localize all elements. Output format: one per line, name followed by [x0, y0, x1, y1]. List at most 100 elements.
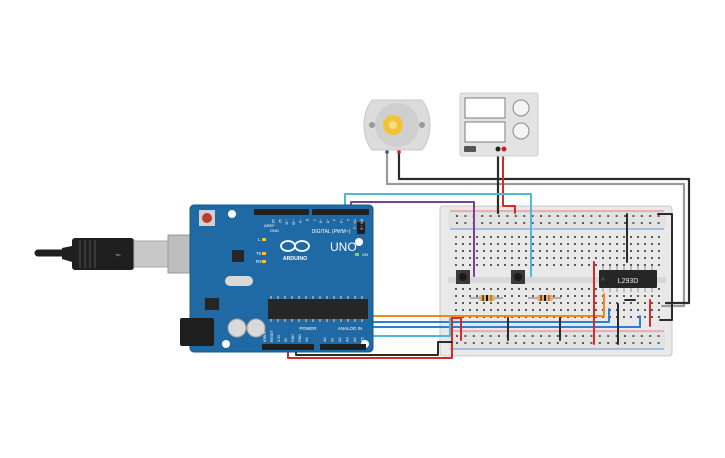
breadboard-hole[interactable] [630, 316, 632, 318]
breadboard-hole[interactable] [616, 250, 618, 252]
breadboard-hole[interactable] [469, 243, 471, 245]
breadboard-hole[interactable] [483, 236, 485, 238]
rail-hole[interactable] [514, 335, 517, 337]
rail-hole[interactable] [607, 222, 610, 224]
breadboard-hole[interactable] [602, 243, 604, 245]
breadboard-hole[interactable] [511, 295, 513, 297]
rail-hole[interactable] [657, 335, 660, 337]
breadboard-hole[interactable] [532, 302, 534, 304]
breadboard-hole[interactable] [588, 257, 590, 259]
rail-hole[interactable] [498, 342, 500, 344]
breadboard-hole[interactable] [462, 250, 464, 252]
rail-hole[interactable] [472, 335, 475, 337]
rail-hole[interactable] [548, 215, 551, 217]
breadboard-hole[interactable] [658, 250, 660, 252]
rail-hole[interactable] [556, 342, 559, 344]
breadboard-hole[interactable] [567, 236, 569, 238]
breadboard-hole[interactable] [539, 309, 541, 311]
rail-hole[interactable] [556, 335, 559, 337]
breadboard-hole[interactable] [497, 309, 499, 311]
breadboard-hole[interactable] [476, 257, 478, 259]
rail-hole[interactable] [624, 215, 626, 217]
breadboard-hole[interactable] [630, 302, 632, 304]
rail-hole[interactable] [632, 342, 635, 344]
breadboard-hole[interactable] [462, 264, 464, 266]
breadboard-hole[interactable] [588, 288, 590, 290]
rail-hole[interactable] [498, 335, 500, 337]
rail-hole[interactable] [565, 342, 568, 344]
breadboard-hole[interactable] [511, 302, 513, 304]
breadboard-hole[interactable] [511, 236, 513, 238]
breadboard-hole[interactable] [497, 243, 499, 245]
breadboard-hole[interactable] [616, 264, 618, 266]
rail-hole[interactable] [565, 335, 568, 337]
breadboard-hole[interactable] [532, 288, 534, 290]
rail-hole[interactable] [531, 222, 534, 224]
breadboard-hole[interactable] [462, 236, 464, 238]
rail-hole[interactable] [573, 222, 576, 224]
rail-hole[interactable] [590, 222, 593, 224]
rail-hole[interactable] [582, 335, 584, 337]
breadboard-hole[interactable] [651, 316, 653, 318]
arduino-uno-board[interactable]: DIGITAL (PWM~) AREF GND L TX RX ARDUINO … [180, 204, 374, 353]
breadboard-hole[interactable] [644, 295, 646, 297]
breadboard-hole[interactable] [595, 288, 597, 290]
breadboard-hole[interactable] [469, 288, 471, 290]
breadboard-hole[interactable] [546, 264, 548, 266]
rail-hole[interactable] [640, 335, 643, 337]
breadboard-hole[interactable] [518, 302, 520, 304]
breadboard-hole[interactable] [560, 236, 562, 238]
breadboard-hole[interactable] [567, 288, 569, 290]
breadboard-hole[interactable] [637, 264, 639, 266]
breadboard-hole[interactable] [497, 250, 499, 252]
rail-hole[interactable] [598, 215, 601, 217]
breadboard-hole[interactable] [518, 264, 520, 266]
button2-signal-wire[interactable] [344, 193, 532, 277]
breadboard-hole[interactable] [553, 302, 555, 304]
rail-hole[interactable] [607, 335, 610, 337]
rail-hole[interactable] [540, 222, 542, 224]
breadboard-hole[interactable] [581, 264, 583, 266]
rail-hole[interactable] [472, 342, 475, 344]
breadboard-hole[interactable] [532, 264, 534, 266]
rail-hole[interactable] [456, 222, 458, 224]
rail-hole[interactable] [514, 215, 517, 217]
breadboard-hole[interactable] [462, 302, 464, 304]
resistor-1[interactable] [470, 295, 503, 301]
breadboard-hole[interactable] [567, 250, 569, 252]
breadboard-hole[interactable] [455, 236, 457, 238]
rail-hole[interactable] [456, 335, 458, 337]
rail-hole[interactable] [523, 222, 526, 224]
breadboard-hole[interactable] [490, 257, 492, 259]
rail-hole[interactable] [523, 342, 526, 344]
rail-hole[interactable] [556, 215, 559, 217]
rail-hole[interactable] [565, 222, 568, 224]
pushbutton-2[interactable] [511, 270, 525, 284]
rail-hole[interactable] [640, 222, 643, 224]
breadboard-hole[interactable] [455, 302, 457, 304]
breadboard-hole[interactable] [546, 302, 548, 304]
motor-wire-gray[interactable] [385, 148, 686, 308]
breadboard-hole[interactable] [497, 302, 499, 304]
breadboard-hole[interactable] [602, 257, 604, 259]
breadboard-hole[interactable] [574, 288, 576, 290]
breadboard-hole[interactable] [511, 257, 513, 259]
breadboard-hole[interactable] [651, 302, 653, 304]
breadboard-hole[interactable] [560, 309, 562, 311]
icsp-header[interactable] [357, 222, 365, 234]
breadboard-hole[interactable] [476, 295, 478, 297]
breadboard-hole[interactable] [518, 309, 520, 311]
breadboard-hole[interactable] [602, 250, 604, 252]
breadboard-hole[interactable] [553, 309, 555, 311]
rail-hole[interactable] [489, 215, 492, 217]
breadboard-hole[interactable] [630, 257, 632, 259]
rail-hole[interactable] [582, 222, 584, 224]
breadboard-hole[interactable] [574, 236, 576, 238]
rail-hole[interactable] [489, 222, 492, 224]
breadboard-hole[interactable] [539, 243, 541, 245]
rail-hole[interactable] [514, 342, 517, 344]
breadboard-hole[interactable] [497, 264, 499, 266]
breadboard-hole[interactable] [609, 302, 611, 304]
breadboard-hole[interactable] [588, 295, 590, 297]
breadboard-hole[interactable] [574, 295, 576, 297]
